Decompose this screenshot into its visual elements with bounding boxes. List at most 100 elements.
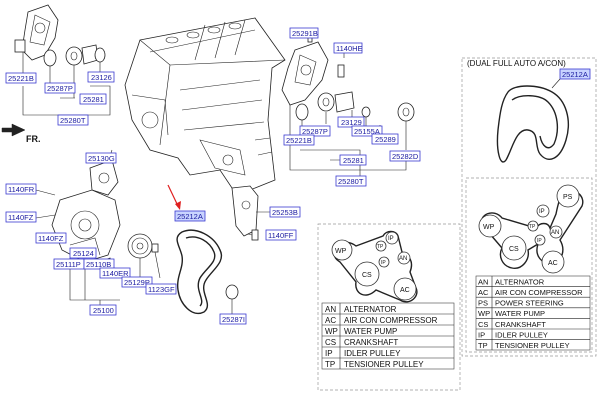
part-number-25129P[interactable]: 25129P [124,278,150,287]
part-number-1140ER[interactable]: 1140ER [102,269,129,278]
pulley-label: WP [335,248,347,255]
legend-name: IDLER PULLEY [344,349,401,358]
part-number-25289[interactable]: 25289 [375,135,396,144]
pulley-label: AN [399,256,407,262]
part-number-25221B-left[interactable]: 25221B [8,74,34,83]
legend-name: AIR CON COMPRESSOR [344,316,438,325]
part-number-25280T-left[interactable]: 25280T [60,116,86,125]
pulley-ip-top [385,231,399,245]
pulley-wp [478,214,502,238]
callout-box [57,114,89,126]
callout-box [219,313,247,325]
dual-auto-acon-panel: (DUAL FULL AUTO A/CON) 25212A PS IP WP T… [461,57,597,357]
part-number-25287P-left[interactable]: 25287P [47,84,73,93]
part-number-25282D[interactable]: 25282D [392,152,419,161]
legend-code: IP [478,330,485,339]
pulley-label: AC [548,260,558,267]
part-number-25212A-ac[interactable]: 25212A [562,70,588,79]
legend-code: TP [325,360,335,369]
part-number-25281-right[interactable]: 25281 [343,156,364,165]
callout-box [371,133,399,145]
callout-box [339,154,367,166]
part-number-25287P-right[interactable]: 25287P [302,127,328,136]
callout-box [5,211,37,223]
drive-belt-inner [185,236,216,307]
legend-name: ALTERNATOR [344,305,397,314]
legend-name: IDLER PULLEY [495,330,548,339]
part-number-1140FZ-2[interactable]: 1140FZ [38,234,64,243]
pulley-label: IP [381,260,386,266]
part-number-23129[interactable]: 23129 [341,118,362,127]
belt-routing-layout-1: WP TP IP AN IP CS AC [317,223,461,391]
part-number-1140HE[interactable]: 1140HE [336,44,363,53]
callout-box [83,258,115,270]
pulley-tp [375,240,387,252]
callout-box [69,247,97,259]
pulley-cs [354,261,380,287]
part-number-25155A[interactable]: 25155A [354,127,380,136]
legend-name: ALTERNATOR [495,278,545,287]
part-number-25130G[interactable]: 25130G [88,154,115,163]
callout-box [269,206,301,218]
callout-box [99,267,131,279]
part-number-25281-left[interactable]: 25281 [83,95,104,104]
callout-box [121,276,153,288]
pulley-label: AC [400,287,410,294]
acon-belt-inner [511,95,559,149]
legend-name: CRANKSHAFT [495,320,546,329]
legend-code: IP [325,349,333,358]
callout-box [283,134,315,146]
callout-box [265,229,297,241]
part-number-1123GF[interactable]: 1123GF [148,285,175,294]
part-number-23126[interactable]: 23126 [91,73,112,82]
pulley-ip-mid [534,234,546,246]
pulley-label: TP [377,244,384,250]
callout-box-highlighted [559,68,591,80]
part-number-25280T-right[interactable]: 25280T [338,177,364,186]
part-number-1140FZ-1[interactable]: 1140FZ [8,213,34,222]
part-number-25111P[interactable]: 25111P [56,260,81,269]
callout-box [5,72,37,84]
legend-code: WP [325,327,338,336]
part-number-25287I[interactable]: 25287I [222,315,245,324]
pulley-label: CS [509,246,519,253]
legend-code: CS [478,320,488,329]
pulley-tp [527,220,539,232]
legend-code: TP [478,341,488,350]
callout-box [35,232,67,244]
front-label: FR. [26,134,41,144]
callout-box [335,175,367,187]
part-number-1140FF[interactable]: 1140FF [268,231,294,240]
legend-table-2: AN ALTERNATOR AC AIR CON COMPRESSOR PS P… [475,275,591,351]
callout-box [389,150,421,162]
part-number-25253B[interactable]: 25253B [272,208,298,217]
legend-name: AIR CON COMPRESSOR [495,288,583,297]
legend-name: TENSIONER PULLEY [495,341,570,350]
bracket-part [231,185,259,237]
pulley-label: CS [362,272,372,279]
pulley-label: AN [551,230,559,236]
pulley-ip-mid [378,256,390,268]
part-number-25100[interactable]: 25100 [93,306,114,315]
acon-belt [496,85,570,163]
legend-code: AN [325,305,336,314]
part-number-25291B[interactable]: 25291B [292,29,318,38]
legend-code: PS [478,299,488,308]
legend-code: CS [325,338,336,347]
part-number-25110B[interactable]: 25110B [86,260,111,269]
legend-table-1: AN ALTERNATOR AC AIR CON COMPRESSOR WP W… [321,302,455,370]
pulley-ps [556,184,580,208]
part-number-25124[interactable]: 25124 [73,249,94,258]
legend-name: TENSIONER PULLEY [344,360,424,369]
water-pump-assembly [51,159,159,274]
part-number-1140FR[interactable]: 1140FR [8,185,35,194]
pulley-label: IP [388,236,394,242]
callout-box [5,183,37,195]
callout-box [85,152,117,164]
callout-box [79,93,107,105]
part-number-25221B-right[interactable]: 25221B [286,136,312,145]
arrow-down-icon [175,201,181,210]
idler-pulley-part [225,284,239,300]
pulley-label: WP [483,224,495,231]
part-number-25212A-main[interactable]: 25212A [177,212,203,221]
